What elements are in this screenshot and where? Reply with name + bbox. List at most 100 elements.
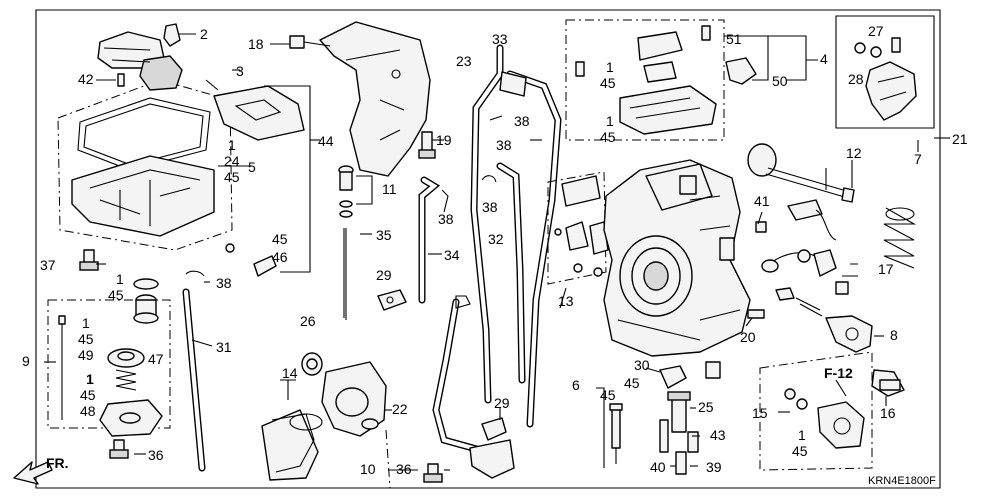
callout-13: 13 [558,293,574,309]
jet-25 [667,391,691,433]
callout-8: 8 [890,327,898,343]
bolt-36b [423,463,443,483]
jet-20 [747,309,765,319]
nut-41 [755,221,767,233]
callout-15: 15 [752,405,768,421]
callout-29b: 29 [494,395,510,411]
callout-3: 3 [236,63,244,79]
callout-34: 34 [444,247,460,263]
jet-40 [659,419,669,453]
callout-46: 46 [272,249,288,265]
bracket-29a [377,289,407,311]
callout-1e: 1 [606,59,614,75]
clip-38a [185,270,205,277]
outer-group-frame [35,9,941,489]
bracket-group-outline [547,171,607,285]
part-2-cap [163,23,181,47]
needle-jet-group-6 [609,403,623,464]
callout-19: 19 [436,132,452,148]
bolt-36a [109,439,129,459]
screw-left [575,61,585,77]
gasket-24 [77,97,211,171]
callout-25: 25 [698,399,714,415]
drain-plug [133,278,159,324]
callout-38d: 38 [496,137,512,153]
callout-49: 49 [78,347,94,363]
callout-14: 14 [282,365,298,381]
callout-2: 2 [200,26,208,42]
throttle-shaft-12 [747,143,855,203]
callout-36b: 36 [396,461,412,477]
callout-45b: 45 [272,231,288,247]
callout-22: 22 [392,401,408,417]
jet-holder-30 [659,365,687,389]
leader-lines [44,33,950,471]
callout-1g: 1 [798,427,806,443]
accelerator-pump-group-outline [47,299,171,429]
bolt-37 [79,249,99,271]
clip-38b [441,189,449,213]
direction-label: FR. [46,455,69,471]
callout-42: 42 [78,71,94,87]
pump-rod [58,315,66,420]
callout-45i: 45 [600,387,616,403]
callout-1b: 1 [116,271,124,287]
jet-39 [675,451,687,475]
callout-12: 12 [846,145,862,161]
sensor-connector [787,199,837,241]
pump-spring [115,369,137,391]
clip-38c [489,115,503,121]
callout-29a: 29 [376,267,392,283]
idle-screw-8 [775,287,873,353]
callout-1a: 1 [228,137,236,153]
valve-cover-plate [619,31,717,135]
cable-link-10 [432,295,515,479]
bracket-cluster-13 [554,175,609,277]
callout-10: 10 [360,461,376,477]
callout-7: 7 [914,151,922,167]
callout-18: 18 [248,36,264,52]
callout-45c: 45 [108,287,124,303]
callout-45g: 45 [600,129,616,145]
link-group-outline [385,429,391,489]
callout-6: 6 [572,377,580,393]
elbow-fitting-15 [784,388,865,449]
callout-43: 43 [710,427,726,443]
callout-39: 39 [706,459,722,475]
callout-38a: 38 [216,275,232,291]
part-3-screw [205,79,219,91]
sensor-body-22 [321,361,387,437]
callout-47: 47 [148,351,164,367]
oring-26 [301,352,323,376]
choke-17 [761,249,849,295]
callout-16: 16 [880,405,896,421]
callout-33: 33 [492,31,508,47]
callout-51: 51 [726,31,742,47]
callout-24: 24 [224,153,240,169]
f12-group-outline [759,351,873,471]
callout-11: 11 [382,181,397,197]
carburetor-main-body [603,159,751,357]
callout-31: 31 [216,339,232,355]
pump-diaphragm-49 [107,348,145,368]
plug-near-30 [705,361,721,379]
callout-1f: 1 [606,113,614,129]
callout-36a: 36 [148,447,164,463]
front-direction-arrow-icon [13,461,53,485]
callout-23: 23 [456,53,472,69]
cable-cover [319,21,431,177]
callout-30: 30 [634,357,650,373]
screw-51 [701,25,711,41]
plate-44 [213,85,305,141]
callout-21: 21 [952,131,968,147]
linkage-group-outline [835,15,935,129]
callout-4: 4 [820,51,828,67]
callout-45j: 45 [624,375,640,391]
top-cover [97,31,183,91]
callout-50: 50 [772,73,788,89]
bolt-19 [418,131,436,159]
washer-45 [225,243,235,253]
callout-9: 9 [22,353,30,369]
pump-cover-48 [99,399,163,437]
